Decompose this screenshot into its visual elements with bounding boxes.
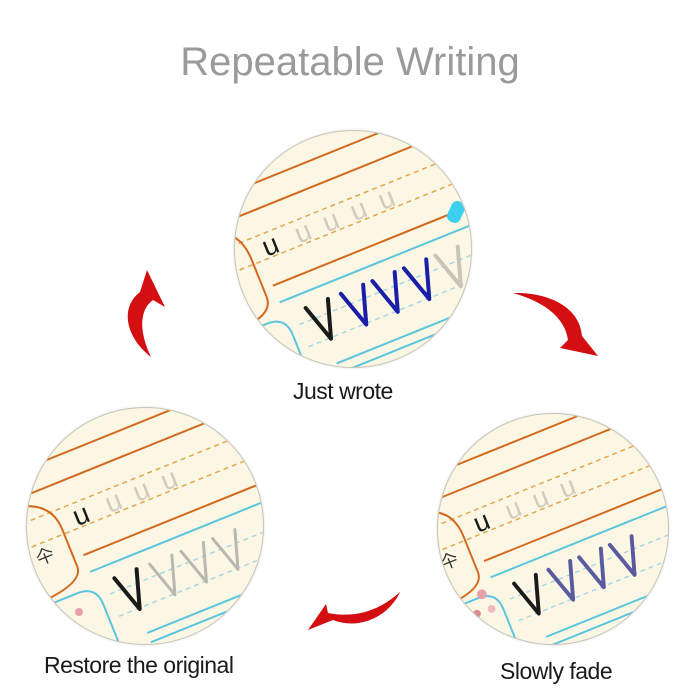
svg-text:u: u: [373, 181, 399, 216]
svg-text:u: u: [290, 215, 316, 250]
caption-slowly-fade: Slowly fade: [500, 658, 613, 684]
writing-practice-illustration: 仐 u u u u: [27, 408, 263, 644]
svg-text:u: u: [500, 491, 526, 525]
stage-circle-just-wrote: u u u u u: [234, 130, 472, 368]
svg-text:u: u: [469, 504, 495, 538]
writing-practice-illustration: u u u u u: [235, 131, 471, 367]
svg-text:仐: 仐: [33, 544, 58, 570]
curved-arrow-down-right-icon: [513, 292, 598, 356]
curved-arrow-up-icon: [127, 270, 165, 357]
writing-practice-illustration: 仐 u u u u: [438, 414, 668, 644]
svg-text:u: u: [257, 228, 283, 263]
svg-text:u: u: [156, 462, 182, 497]
svg-text:仐: 仐: [438, 549, 462, 574]
svg-text:u: u: [128, 473, 154, 508]
curved-arrow-left-icon: [308, 592, 400, 630]
svg-text:u: u: [345, 192, 371, 227]
svg-text:u: u: [527, 480, 553, 514]
svg-text:u: u: [554, 470, 580, 504]
caption-just-wrote: Just wrote: [293, 378, 393, 404]
stage-circle-restore-original: 仐 u u u u: [26, 407, 264, 645]
caption-restore-original: Restore the original: [44, 652, 234, 678]
svg-text:u: u: [100, 484, 126, 519]
svg-text:u: u: [318, 204, 344, 239]
stage-circle-slowly-fade: 仐 u u u u: [437, 413, 669, 645]
page-title: Repeatable Writing: [180, 40, 520, 84]
svg-text:u: u: [68, 497, 94, 532]
